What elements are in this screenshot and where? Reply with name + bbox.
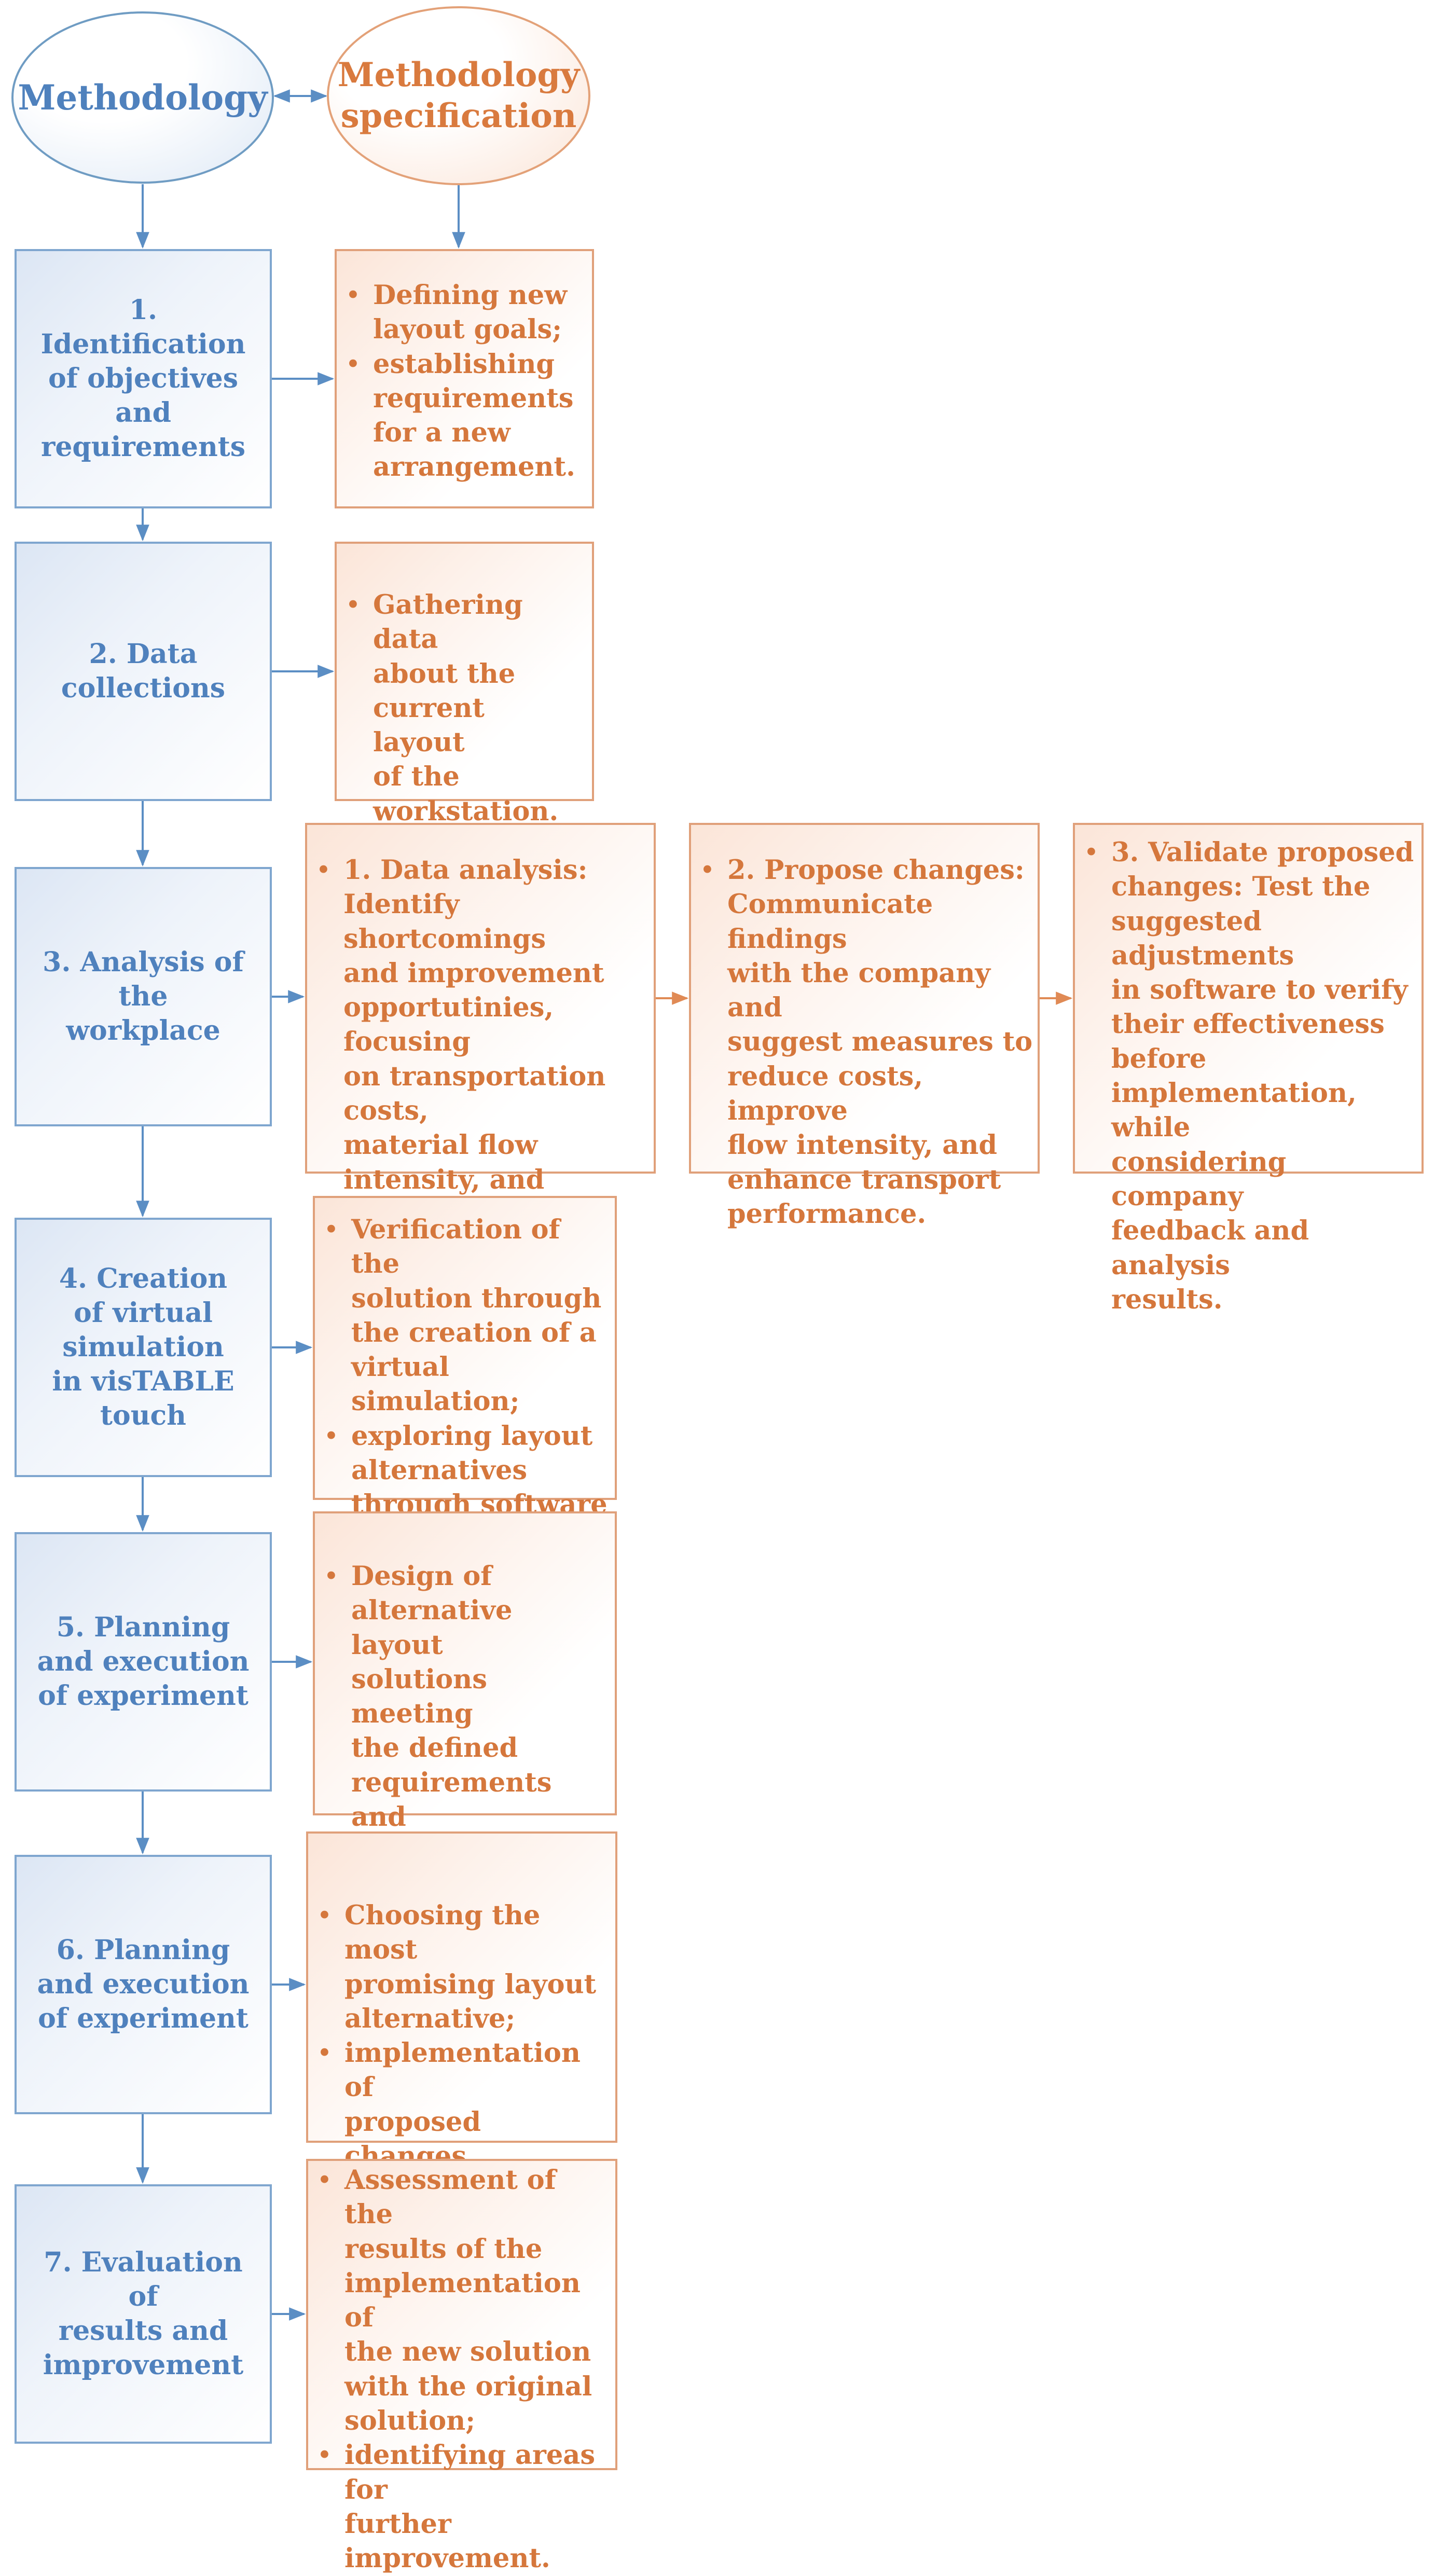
step-6-label: 6. Planning and execution of experiment (37, 1934, 250, 2035)
spec-7-box: •Assessment of the results of the implem… (306, 2159, 617, 2574)
spec-3a-box: •1. Data analysis: Identify shortcomings… (305, 823, 656, 1264)
spec-2-box: •Gathering data about the current layout… (335, 542, 594, 827)
spec-4-box: •Verification of the solution through th… (313, 1196, 617, 1589)
step-4-label: 4. Creation of virtual simulation in vis… (52, 1262, 234, 1432)
step-7-label: 7. Evaluation of results and improvement (43, 2246, 244, 2381)
spec-3b-bullet: •2. Propose changes: Communicate finding… (700, 855, 1033, 1230)
step-2-label: 2. Data collections (61, 638, 226, 704)
spec-1-bullet: •establishing requirements for a new arr… (346, 348, 575, 483)
spec-7-bullet: •identifying areas for further improveme… (318, 2440, 596, 2574)
spec-7-bullet: •Assessment of the results of the implem… (318, 2165, 592, 2437)
methodology-ellipse: Methodology (11, 11, 274, 184)
spec-2-bullet: •Gathering data about the current layout… (346, 589, 559, 827)
methodology-flowchart: Methodology Methodology specification 1.… (11, 6, 1424, 2574)
step-6-box: 6. Planning and execution of experiment (15, 1855, 272, 2114)
step-2-box: 2. Data collections (15, 542, 272, 801)
step-1-label: 1. Identification of objectives and requ… (40, 294, 246, 463)
step-1-box: 1. Identification of objectives and requ… (15, 249, 272, 508)
step-5-label: 5. Planning and execution of experiment (37, 1611, 250, 1712)
spec-1-bullet: •Defining new layout goals; (346, 280, 568, 346)
connector-arrows (136, 89, 1073, 2321)
step-3-label: 3. Analysis of the workplace (43, 946, 244, 1047)
spec-6-box: •Choosing the most promising layout alte… (306, 1831, 617, 2172)
spec-3b-box: •2. Propose changes: Communicate finding… (689, 823, 1040, 1230)
spec-5-box: •Design of alternative layout solutions … (313, 1511, 617, 1867)
spec-3c-box: •3. Validate proposed changes: Test the … (1073, 823, 1424, 1315)
methodology-specification-ellipse: Methodology specification (327, 6, 590, 185)
spec-5-bullet: •Design of alternative layout solutions … (324, 1561, 552, 1867)
spec-4-bullet: •Verification of the solution through th… (324, 1214, 602, 1417)
step-3-box: 3. Analysis of the workplace (15, 867, 272, 1126)
step-5-box: 5. Planning and execution of experiment (15, 1532, 272, 1792)
spec-6-bullet: •Choosing the most promising layout alte… (318, 1900, 597, 2034)
step-4-box: 4. Creation of virtual simulation in vis… (15, 1218, 272, 1477)
methodology-label: Methodology (18, 77, 268, 118)
step-7-box: 7. Evaluation of results and improvement (15, 2184, 272, 2444)
spec-6-bullet: •implementation of proposed changes. (318, 2037, 581, 2172)
spec-3c-bullet: •3. Validate proposed changes: Test the … (1084, 837, 1414, 1315)
spec-1-box: •Defining new layout goals; •establishin… (335, 249, 594, 508)
methodology-specification-label: Methodology specification (337, 56, 580, 135)
connector-layer (136, 89, 1073, 2321)
